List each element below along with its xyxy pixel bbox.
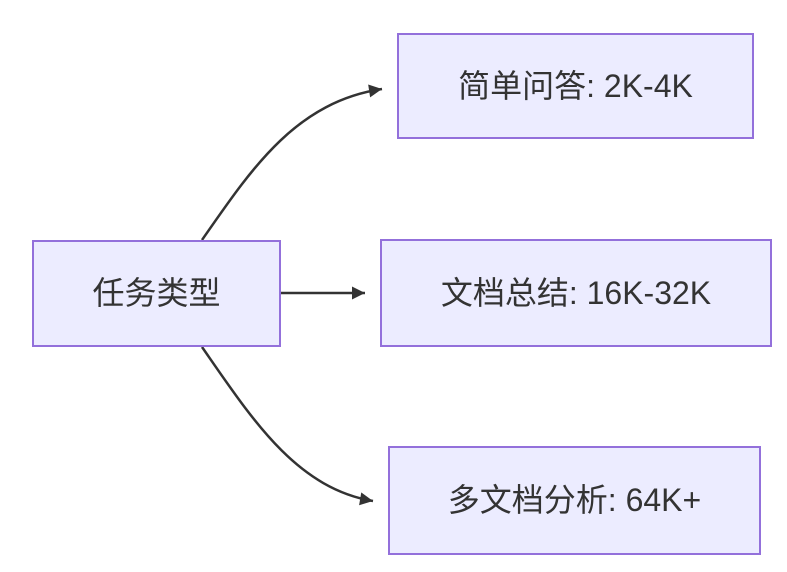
node-simple-qa: 简单问答: 2K-4K [397,33,754,139]
edge-root-to-simple-qa [200,84,383,241]
node-doc-summary-label: 文档总结: 16K-32K [440,274,712,311]
node-task-type: 任务类型 [32,240,281,347]
node-multi-doc-analysis-label: 多文档分析: 64K+ [447,482,702,519]
edge-root-to-multi-doc [200,346,374,506]
node-simple-qa-label: 简单问答: 2K-4K [458,67,693,104]
node-multi-doc-analysis: 多文档分析: 64K+ [388,446,761,555]
node-task-type-label: 任务类型 [92,275,221,312]
node-doc-summary: 文档总结: 16K-32K [380,239,772,347]
